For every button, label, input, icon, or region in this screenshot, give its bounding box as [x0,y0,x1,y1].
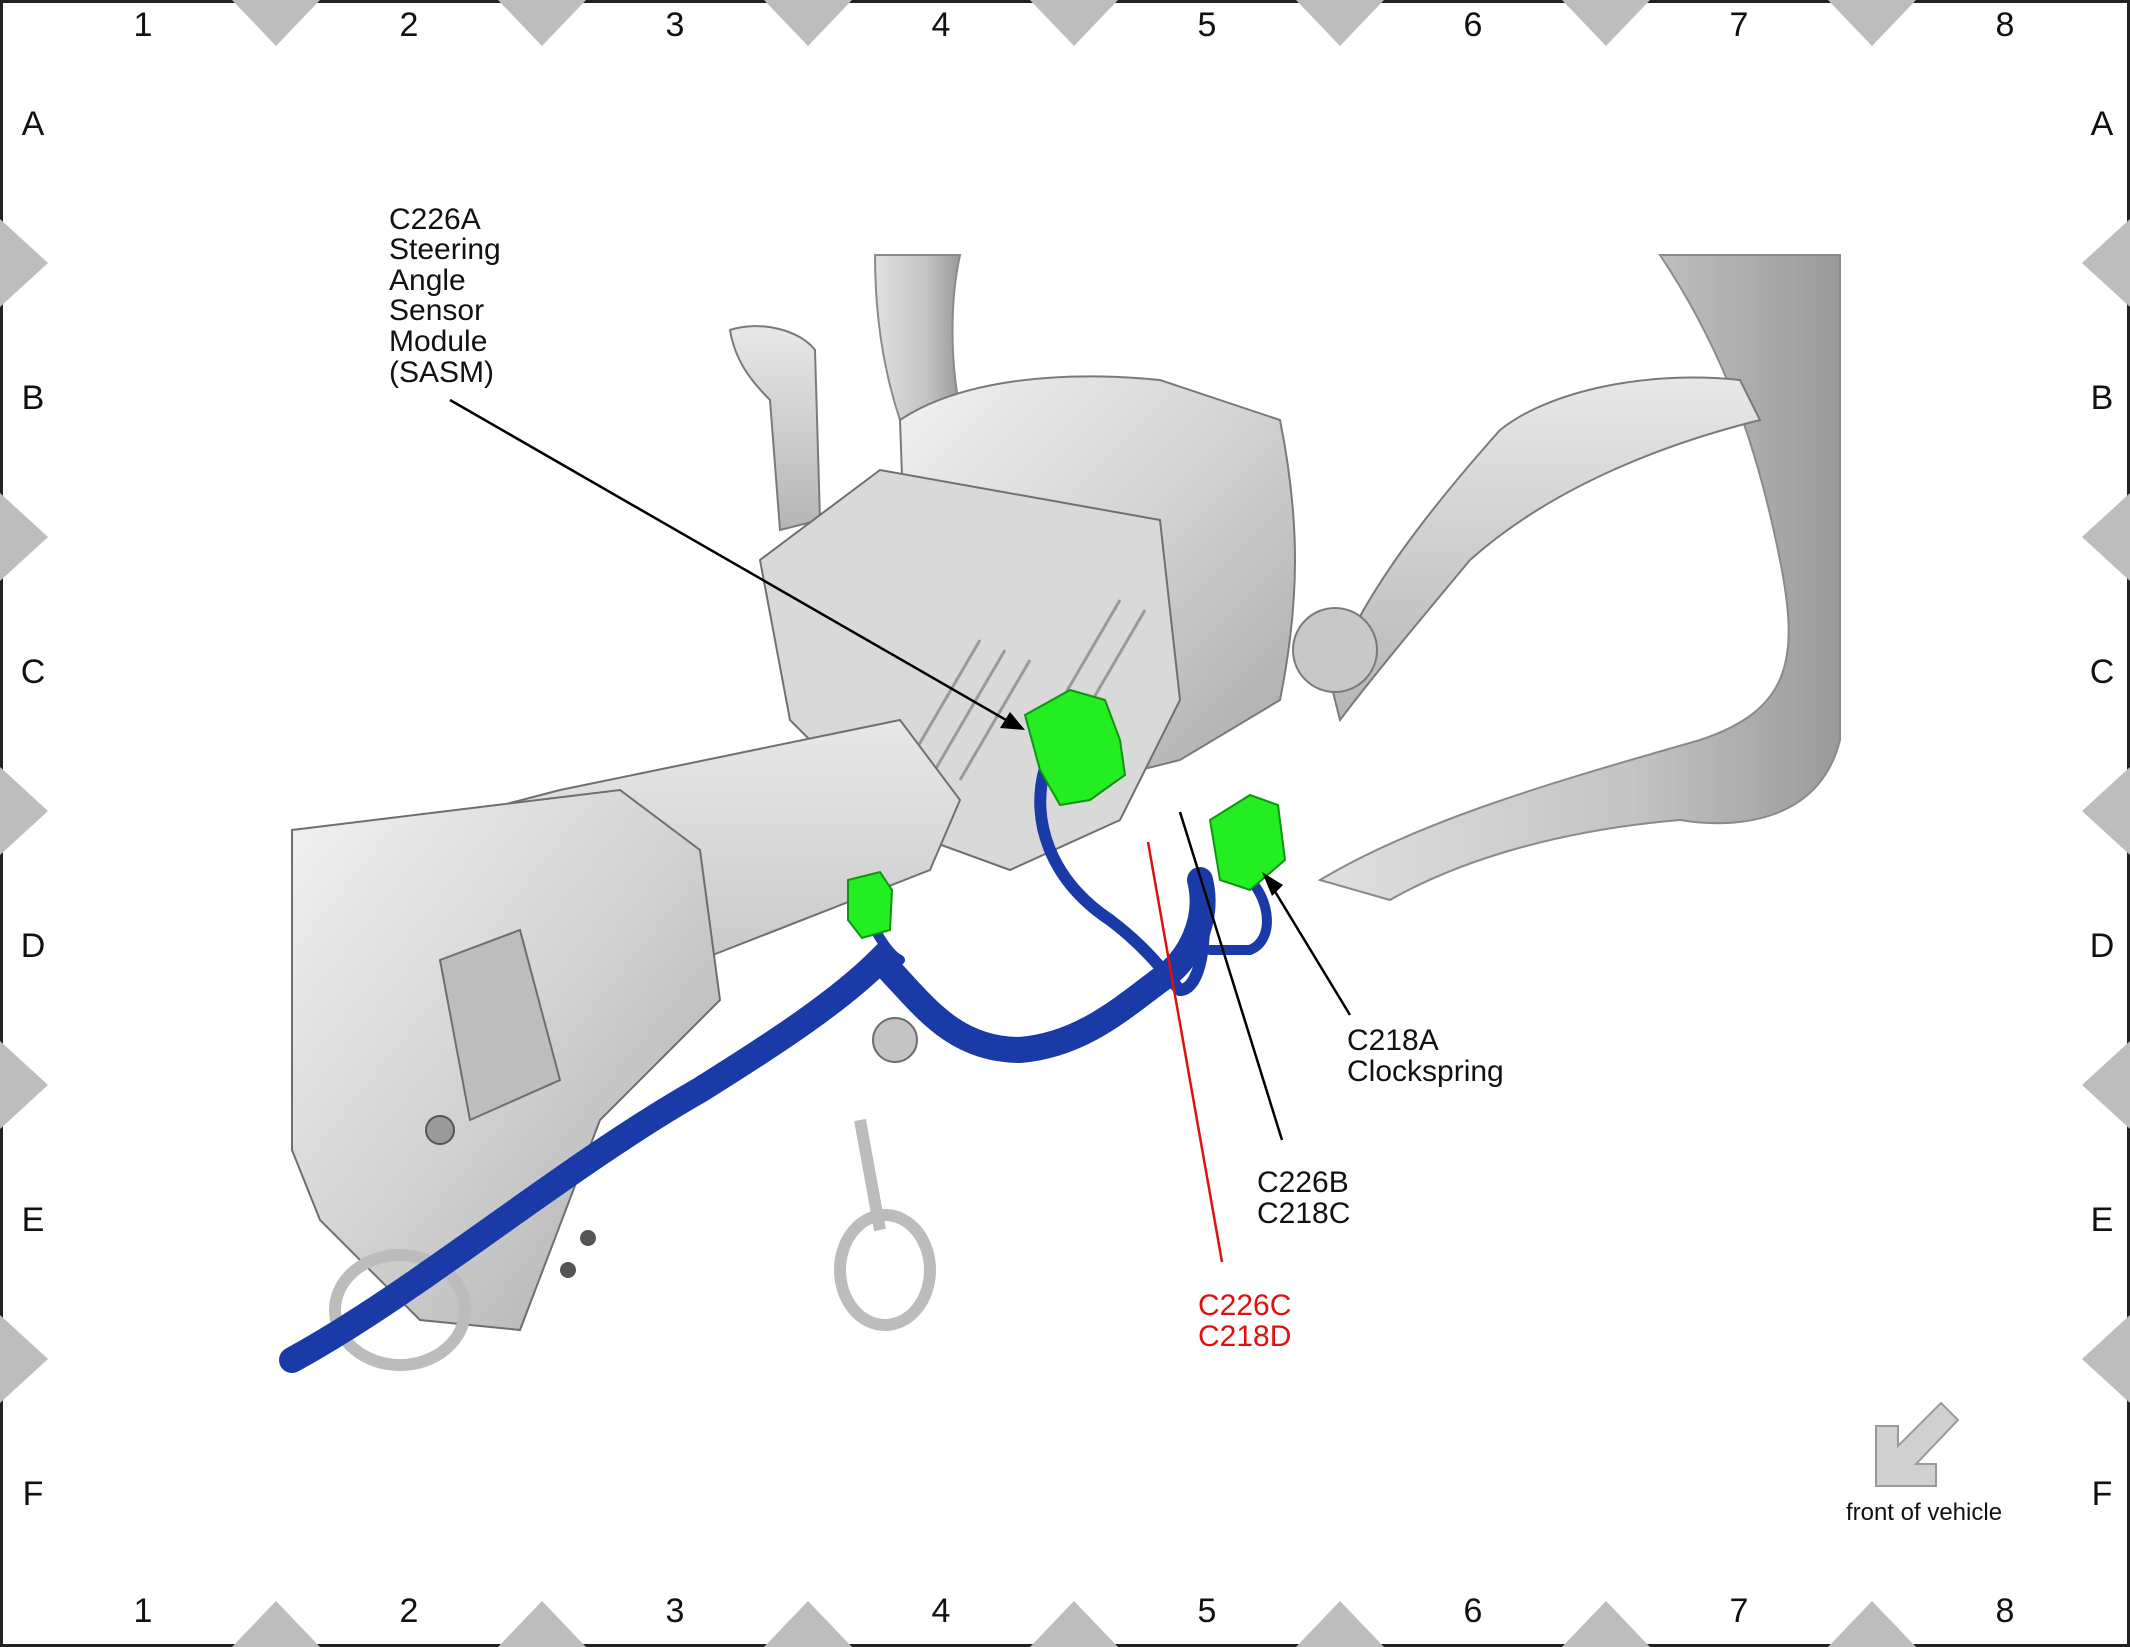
frame-marker-top [1828,0,1916,46]
clockspring-line-2: Clockspring [1347,1055,1504,1088]
clockspring-line-1: C218A [1347,1024,1439,1057]
tilt-release-ring [329,1249,471,1371]
grid-column-label-top: 5 [1198,6,1217,44]
grid-row-label-right: D [2090,927,2115,965]
grid-column-label-bottom: 4 [932,1592,951,1630]
grid-row-label-right: E [2091,1201,2114,1239]
grid-row-label-right: B [2091,379,2114,417]
front-of-vehicle-label: front of vehicle [1846,1499,2002,1526]
front-of-vehicle-indicator: front of vehicle [1846,1401,2002,1526]
grid-column-label-top: 3 [666,6,685,44]
steering-column-illustration [279,254,1841,1373]
leader-c218a [1266,879,1352,1016]
grid-column-label-bottom: 8 [1996,1592,2015,1630]
sasm-line-4: Sensor [389,294,484,327]
connector-c226c-terminal [1126,837,1146,853]
lever-ring [834,1209,936,1331]
grid-column-label-bottom: 6 [1464,1592,1483,1630]
frame-marker-bottom [498,1601,586,1647]
grid-column-label-bottom: 1 [134,1592,153,1630]
grid-column-label-top: 1 [134,6,153,44]
frame-marker-top [1562,0,1650,46]
callout-c226b: C226B C218C [1257,1166,1357,1230]
grid-column-label-top: 6 [1464,6,1483,44]
leader-lines [449,398,1352,1263]
frame-marker-right [2082,493,2130,581]
steering-wheel-rim [1317,254,1841,902]
c226c-line-1: C226C [1198,1289,1291,1322]
callout-clockspring: C218A Clockspring [1347,1024,1504,1088]
grid-column-label-bottom: 5 [1198,1592,1217,1630]
connector-inline [847,870,894,940]
frame-marker-left [0,1041,48,1129]
callout-sasm: C226A Steering Angle Sensor Module (SASM… [389,203,509,389]
grid-row-label-left: F [23,1475,44,1513]
grid-column-label-top: 4 [932,6,951,44]
sasm-line-2: Steering [389,233,501,266]
c226b-line-1: C226B [1257,1166,1349,1199]
grid-column-label-bottom: 3 [666,1592,685,1630]
sasm-line-5: Module [389,325,487,358]
grid-column-label-top: 7 [1730,6,1749,44]
frame-marker-bottom [1030,1601,1118,1647]
frame-marker-top [1296,0,1384,46]
grid-row-label-right: A [2091,105,2114,143]
grid-row-label-left: A [22,105,45,143]
frame-marker-top [232,0,320,46]
grid-row-label-right: F [2092,1475,2113,1513]
leader-c226c [1146,841,1224,1263]
frame-marker-right [2082,767,2130,855]
grid-row-label-left: C [21,653,46,691]
frame-marker-left [0,493,48,581]
frame-marker-top [1030,0,1118,46]
grid-row-label-left: B [22,379,45,417]
frame-marker-right [2082,219,2130,307]
frame-marker-right [2082,1315,2130,1403]
frame-marker-top [764,0,852,46]
arrow-down-left-icon [1875,1401,1960,1487]
wiper-stalk [1328,376,1762,723]
grid-row-label-left: E [22,1201,45,1239]
c226b-line-2: C218C [1257,1197,1350,1230]
frame-marker-left [0,1315,48,1403]
grid-column-label-bottom: 2 [400,1592,419,1630]
steering-wheel-spoke [873,254,962,422]
grid-row-label-right: C [2090,653,2115,691]
leader-c226a [449,398,1021,730]
sasm-line-1: C226A [389,203,481,236]
frame-marker-bottom [232,1601,320,1647]
c226c-line-2: C218D [1198,1320,1291,1353]
frame-marker-bottom [1296,1601,1384,1647]
frame-marker-top [498,0,586,46]
grid-row-label-left: D [21,927,46,965]
grid-column-label-bottom: 7 [1730,1592,1749,1630]
sasm-line-6: (SASM) [389,356,494,389]
grid-column-label-top: 8 [1996,6,2015,44]
frame-marker-left [0,219,48,307]
callout-c226c: C226C C218D [1198,1289,1300,1353]
frame-marker-right [2082,1041,2130,1129]
connector-c226b-terminal [1161,837,1181,853]
connector-c226a [1023,688,1127,807]
frame-marker-bottom [764,1601,852,1647]
grid-column-label-top: 2 [400,6,419,44]
frame-marker-bottom [1828,1601,1916,1647]
sasm-line-3: Angle [389,264,466,297]
leader-c226b [1178,811,1284,1141]
frame-marker-bottom [1562,1601,1650,1647]
frame-marker-left [0,767,48,855]
indicator-lever [728,325,822,532]
connector-c218a [1208,793,1287,892]
wiring-harness [279,867,1216,1373]
